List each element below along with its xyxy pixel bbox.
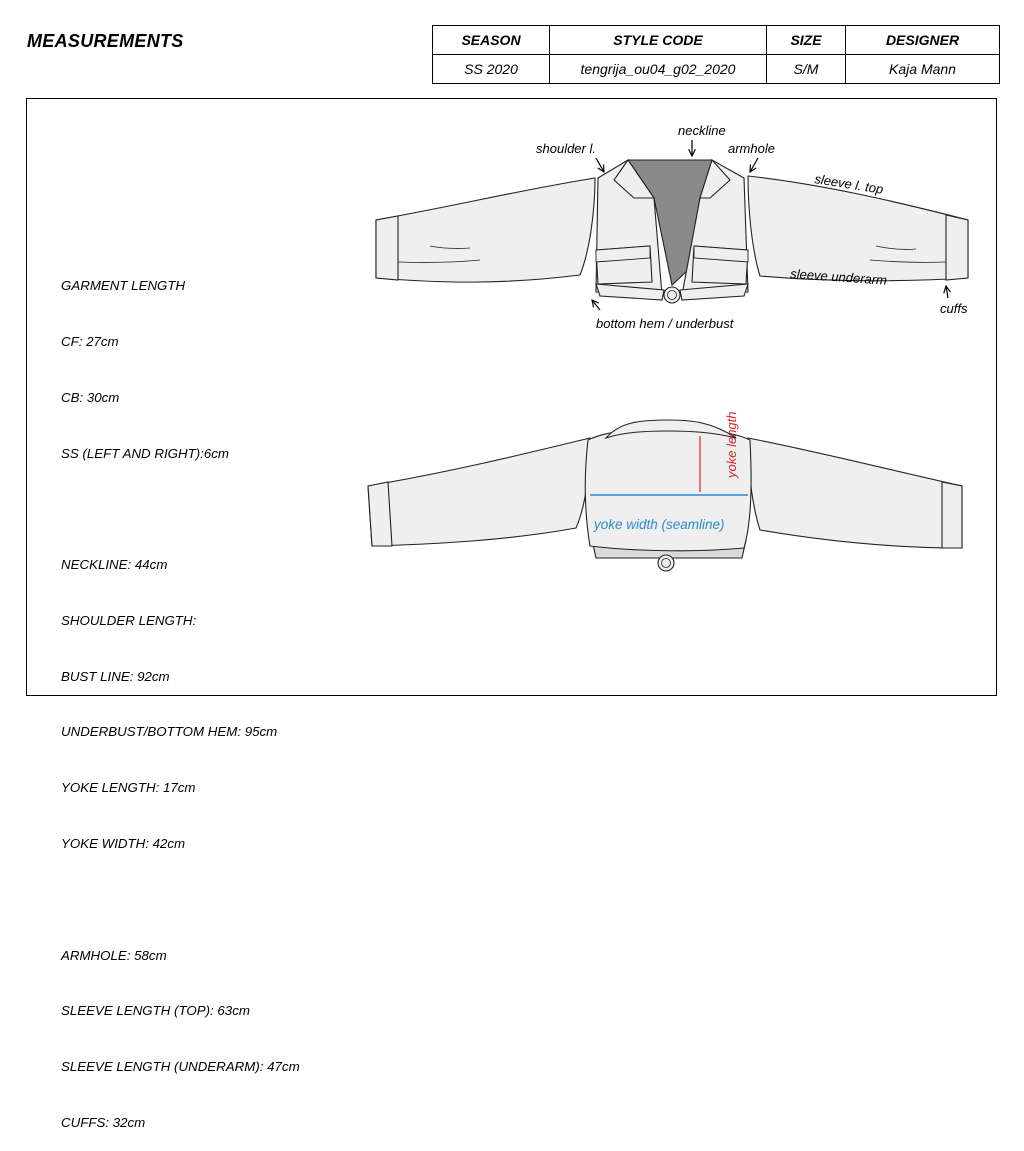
- info-table: SEASON STYLE CODE SIZE DESIGNER SS 2020 …: [432, 25, 1000, 84]
- drawing-frame: [26, 98, 997, 696]
- front-arrows: [592, 140, 948, 311]
- back-left-cuff: [367, 481, 393, 547]
- spec-sleeve-underarm: SLEEVE LENGTH (UNDERARM): 47cm: [61, 1059, 300, 1075]
- back-left-sleeve: [367, 437, 591, 547]
- info-header-row: SEASON STYLE CODE SIZE DESIGNER: [432, 25, 1000, 55]
- label-armhole: armhole: [728, 141, 775, 156]
- front-jacket-drawing: [375, 158, 969, 304]
- label-yoke-length: yoke length: [724, 412, 739, 480]
- spec-neckline: NECKLINE: 44cm: [61, 557, 168, 573]
- spec-yoke-width: YOKE WIDTH: 42cm: [61, 836, 186, 851]
- info-value-row: SS 2020 tengrija_ou04_g02_2020 S/M Kaja …: [432, 54, 1000, 84]
- spec-yoke-length: YOKE LENGTH: 17cm: [61, 780, 196, 796]
- style-code-value: tengrija_ou04_g02_2020: [549, 54, 767, 84]
- spec-cuffs: CUFFS: 32cm: [61, 1114, 146, 1130]
- label-cuffs: cuffs: [940, 301, 968, 316]
- spec-sleeve-top: SLEEVE LENGTH (TOP): 63cm: [61, 1003, 250, 1019]
- size-value: S/M: [766, 54, 846, 84]
- spec-ss: SS (LEFT AND RIGHT):6cm: [61, 445, 229, 461]
- front-right-cuff: [945, 214, 969, 281]
- front-right-sleeve: [747, 175, 969, 282]
- spec-shoulder-length: SHOULDER LENGTH:: [61, 612, 197, 628]
- page-title: MEASUREMENTS: [27, 31, 184, 51]
- back-button: [657, 554, 675, 572]
- front-left-collar: [613, 159, 656, 199]
- back-right-cuff: [941, 481, 963, 549]
- back-jacket-drawing: [367, 419, 963, 572]
- label-sleeve-underarm: sleeve underarm: [790, 266, 888, 288]
- season-header: SEASON: [432, 25, 550, 55]
- front-hem-band: [595, 283, 665, 301]
- label-bottom-hem: bottom hem / underbust: [596, 316, 735, 331]
- front-right-collar: [699, 158, 731, 199]
- spec-bust-line: BUST LINE: 92cm: [61, 668, 170, 684]
- front-left-sleeve: [375, 177, 596, 283]
- front-left-cuff: [375, 215, 399, 281]
- back-right-sleeve: [747, 437, 963, 549]
- back-collar: [604, 419, 737, 440]
- season-value: SS 2020: [432, 54, 550, 84]
- label-yoke-width: yoke width (seamline): [593, 517, 725, 532]
- designer-header: DESIGNER: [845, 25, 1000, 55]
- front-button: [663, 286, 681, 304]
- style-code-header: STYLE CODE: [549, 25, 767, 55]
- label-neckline: neckline: [678, 123, 726, 138]
- spec-underbust: UNDERBUST/BOTTOM HEM: 95cm: [61, 724, 278, 740]
- designer-value: Kaja Mann: [845, 54, 1000, 84]
- label-shoulder: shoulder l.: [536, 141, 596, 156]
- size-header: SIZE: [766, 25, 846, 55]
- spec-cb: CB: 30cm: [61, 389, 120, 405]
- spec-armhole: ARMHOLE: 58cm: [61, 947, 167, 963]
- spec-cf: CF: 27cm: [61, 333, 119, 349]
- spec-garment-length-title: GARMENT LENGTH: [61, 278, 186, 294]
- garment-drawings: neckline shoulder l. armhole sleeve l. t…: [367, 123, 969, 572]
